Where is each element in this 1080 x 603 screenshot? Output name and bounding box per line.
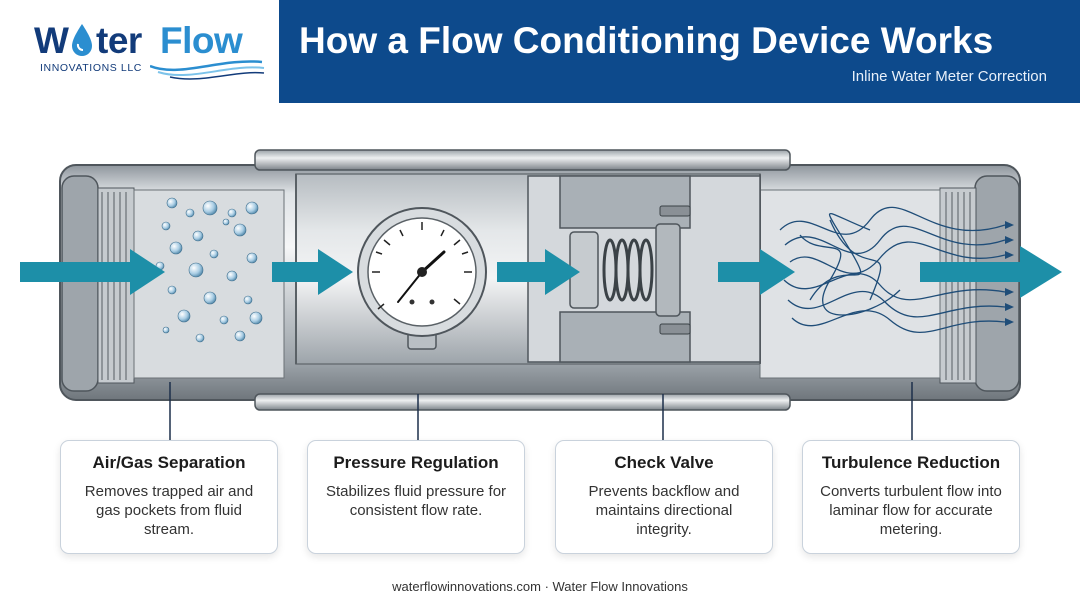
stage-title: Pressure Regulation bbox=[333, 453, 499, 472]
laminar-arrowheads bbox=[1005, 221, 1014, 326]
stage-description: Stabilizes fluid pressure for consistent… bbox=[325, 483, 507, 519]
logo-letter-w: W bbox=[34, 20, 69, 61]
water-drop-icon: a bbox=[72, 24, 92, 56]
flow-arrow-2 bbox=[272, 249, 353, 295]
flow-arrow-3 bbox=[497, 249, 580, 295]
stage-card-check-valve: Check Valve Prevents backflow and mainta… bbox=[555, 440, 773, 554]
pressure-gauge-icon bbox=[357, 207, 487, 350]
logo-drop-letter: a bbox=[82, 48, 83, 50]
outlet-thread bbox=[945, 192, 971, 380]
stage-card-air-gas: Air/Gas Separation Removes trapped air a… bbox=[60, 440, 278, 554]
stage-description: Converts turbulent flow into laminar flo… bbox=[820, 483, 1002, 538]
stage-card-turbulence: Turbulence Reduction Converts turbulent … bbox=[802, 440, 1020, 554]
page-subtitle: Inline Water Meter Correction bbox=[851, 68, 1047, 85]
logo[interactable]: W a ter Flow INNOVATIONS LLC bbox=[0, 0, 279, 103]
stage-description: Removes trapped air and gas pockets from… bbox=[84, 483, 254, 538]
callout-leader-lines bbox=[169, 382, 913, 440]
stage-title: Air/Gas Separation bbox=[92, 453, 246, 472]
bubbles-icon bbox=[155, 197, 263, 343]
logo-word-flow: Flow bbox=[160, 20, 243, 61]
flow-device-diagram bbox=[20, 149, 1062, 440]
stage-card-pressure: Pressure Regulation Stabilizes fluid pre… bbox=[307, 440, 525, 554]
header: W a ter Flow INNOVATIONS LLC How a Flow … bbox=[0, 0, 1080, 103]
flow-arrows bbox=[20, 246, 1062, 298]
logo-letters-ter: ter bbox=[96, 20, 142, 61]
stage-description: Prevents backflow and maintains directio… bbox=[588, 483, 740, 538]
flow-arrow-outlet bbox=[920, 246, 1062, 298]
inlet-thread bbox=[101, 192, 127, 380]
title-band: How a Flow Conditioning Device Works Inl… bbox=[279, 0, 1080, 103]
flow-arrow-4 bbox=[718, 249, 795, 295]
stage-title: Check Valve bbox=[614, 453, 714, 472]
stage-title: Turbulence Reduction bbox=[821, 453, 1001, 472]
flow-lines-icon bbox=[779, 206, 1006, 333]
page-title: How a Flow Conditioning Device Works bbox=[299, 20, 994, 61]
footer-text[interactable]: waterflowinnovations.com · Water Flow In… bbox=[392, 579, 688, 594]
logo-subtitle: INNOVATIONS LLC bbox=[40, 62, 142, 74]
flow-arrow-inlet bbox=[20, 249, 165, 295]
wave-swoosh-icon bbox=[150, 60, 265, 80]
